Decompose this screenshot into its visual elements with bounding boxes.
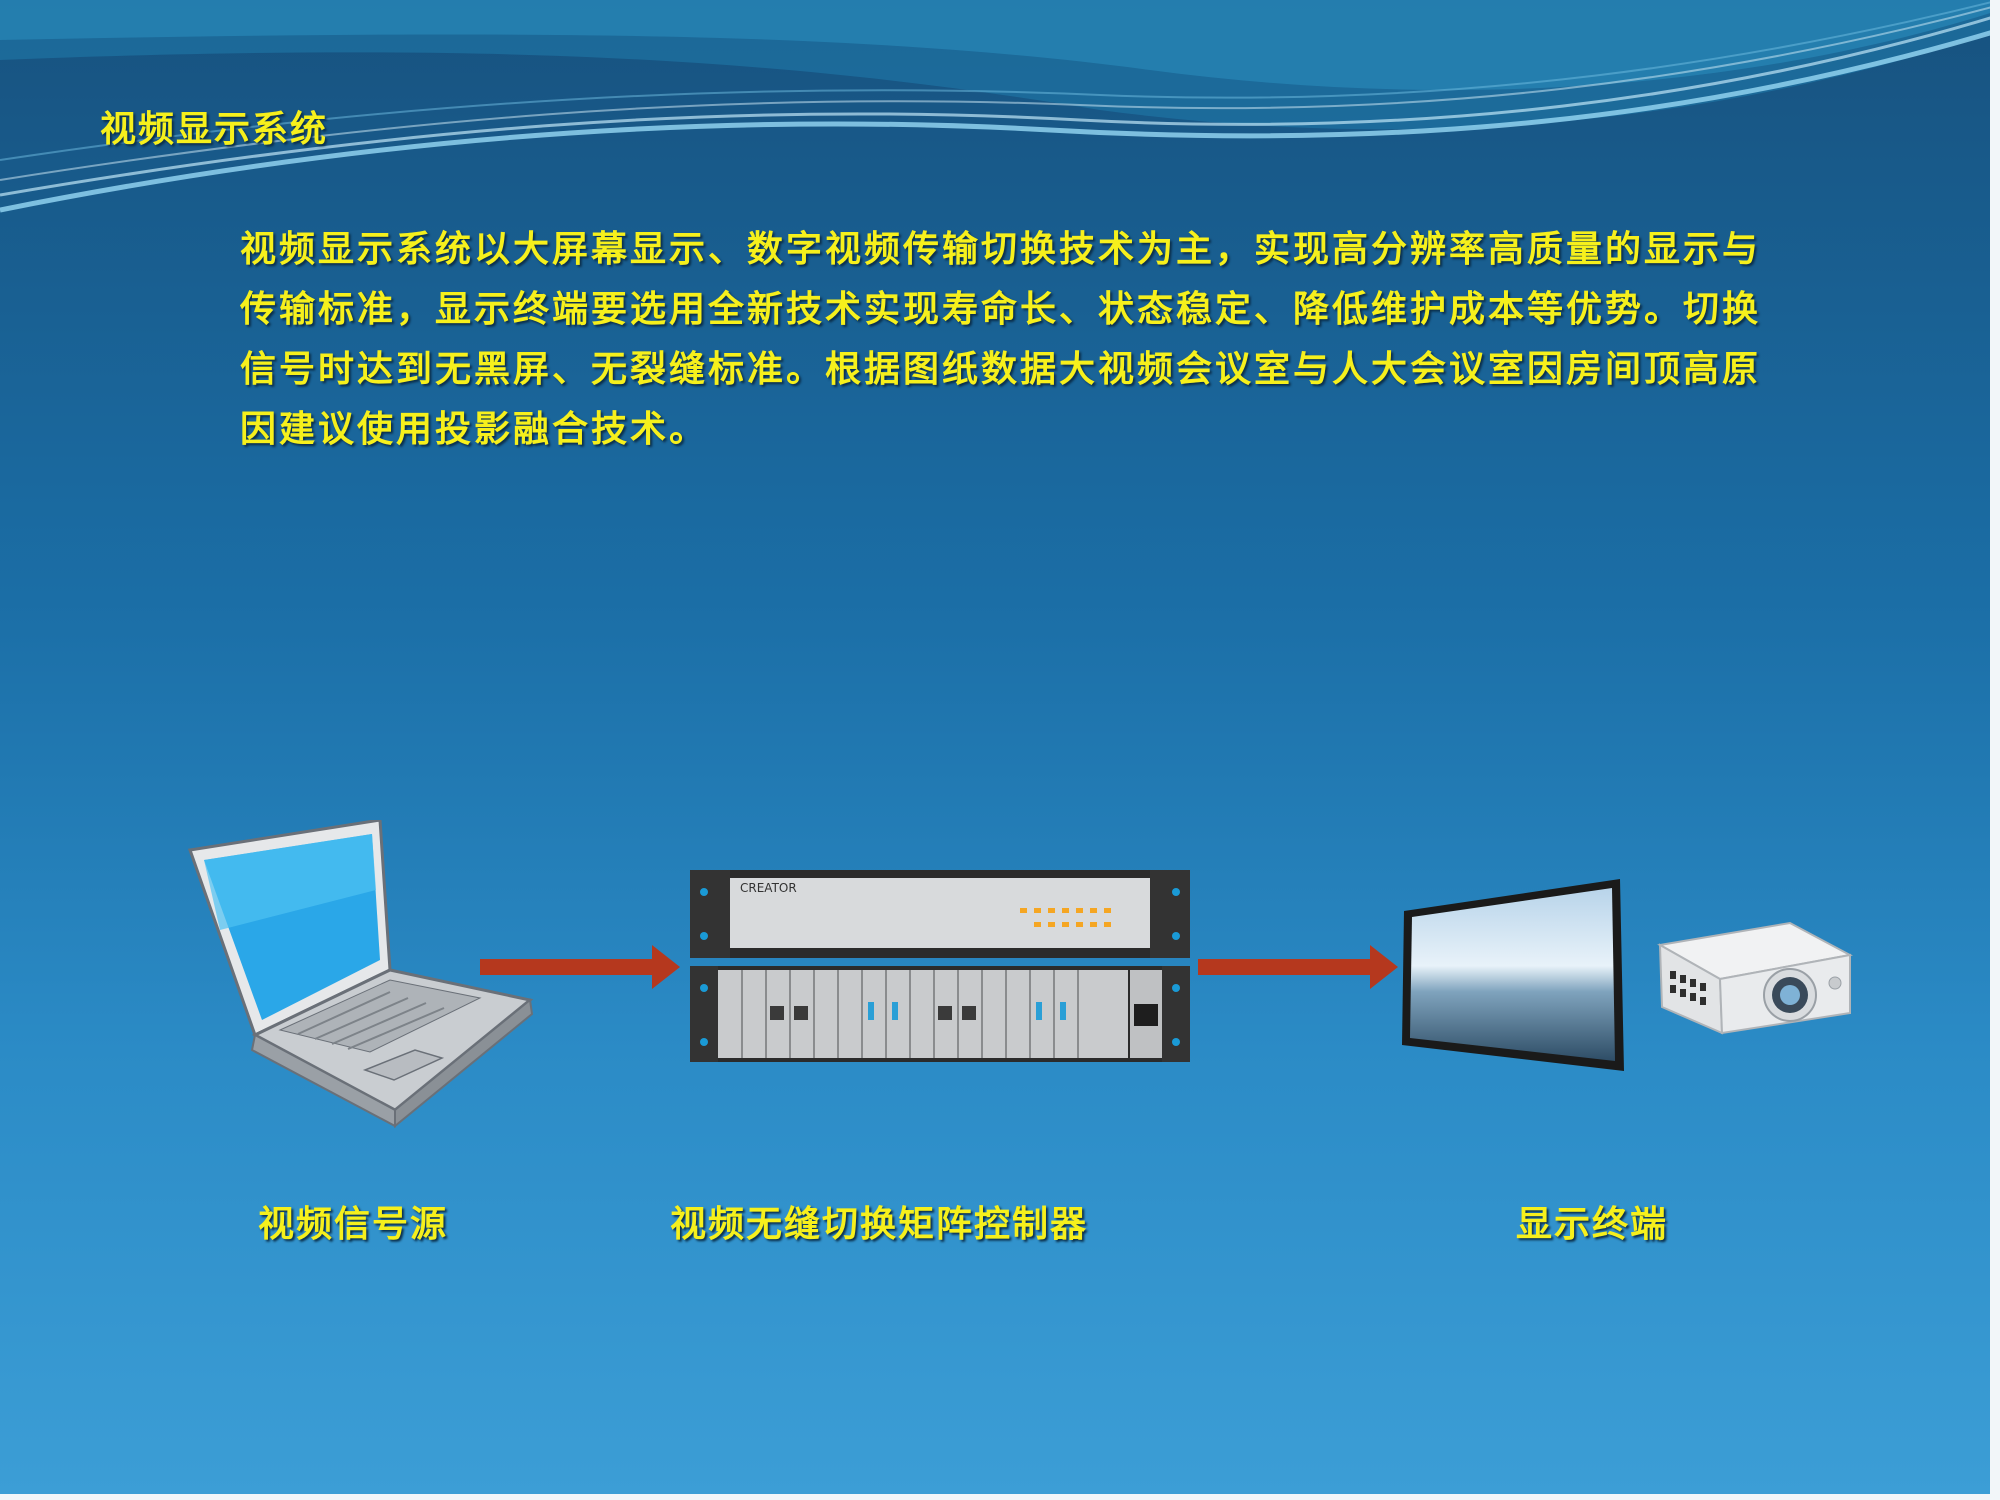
matrix-brand-text: CREATOR <box>740 881 797 895</box>
flow-arrow-1 <box>480 945 680 989</box>
flow-arrow-2 <box>1198 945 1398 989</box>
monitor-icon <box>1402 879 1624 1071</box>
laptop-icon <box>187 820 534 1129</box>
body-paragraph: 视频显示系统以大屏幕显示、数字视频传输切换技术为主，实现高分辨率高质量的显示与传… <box>240 229 1762 450</box>
slide-bottom-edge <box>0 1494 2000 1500</box>
section-title: 视频显示系统 <box>100 109 329 150</box>
slide-right-edge <box>1990 0 2000 1500</box>
caption-display-terminal: 显示终端 <box>1516 1204 1669 1245</box>
caption-video-source: 视频信号源 <box>258 1204 449 1245</box>
projector-icon <box>1657 921 1853 1035</box>
matrix-switcher-icon: CREATOR <box>690 870 1190 1062</box>
caption-matrix-controller: 视频无缝切换矩阵控制器 <box>670 1204 1089 1245</box>
header-wave-decoration <box>0 0 2000 213</box>
